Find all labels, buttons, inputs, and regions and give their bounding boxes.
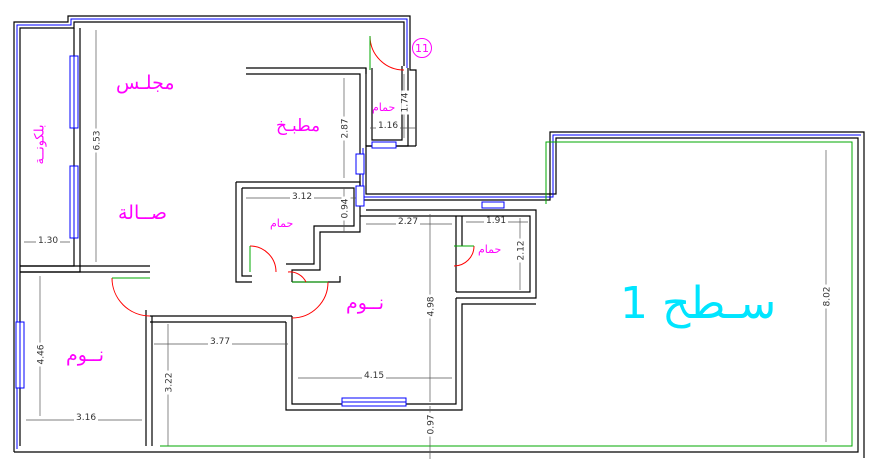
dim-label: 4.98 [426, 294, 437, 319]
dim-label: 0.94 [340, 196, 351, 221]
windows [15, 55, 505, 407]
room-label-bath-top: حمام [372, 101, 396, 114]
dim-label: 1.30 [36, 236, 61, 246]
room-label-bedroom-left: نــوم [66, 344, 104, 366]
dim-label: 0.97 [426, 412, 437, 437]
dim-label: 2.87 [340, 116, 351, 141]
inner-blue-lines [16, 18, 861, 449]
room-label-balcony: بلكونــة [32, 124, 48, 165]
room-label-bath-right: حمام [478, 243, 502, 256]
room-label-majlis: مجلـس [116, 72, 175, 94]
room-label-bath-mid: حمام [270, 217, 294, 230]
dim-label: 3.77 [208, 337, 233, 347]
dim-label: 2.27 [396, 217, 421, 227]
dim-label: 2.12 [516, 238, 527, 263]
dim-label: 1.91 [484, 216, 509, 226]
dim-label: 8.02 [822, 284, 833, 309]
room-label-kitchen: مطبـخ [276, 116, 321, 136]
dim-label: 3.12 [290, 192, 315, 202]
dim-label: 6.53 [92, 128, 103, 153]
room-label-sala: صــالة [118, 202, 168, 224]
dim-label: 1.16 [376, 121, 401, 131]
dim-label: 4.15 [362, 371, 387, 381]
dim-label: 3.22 [164, 370, 175, 395]
dim-label: 1.74 [400, 90, 411, 115]
room-label-roof: سـطح 1 [620, 278, 777, 329]
marker-circle: 11 [412, 38, 432, 58]
dimension-lines [24, 30, 827, 459]
doors [111, 35, 475, 319]
dim-label: 4.46 [36, 342, 47, 367]
roof-edges [160, 141, 853, 447]
room-label-bedroom-center: نــوم [346, 292, 384, 314]
dim-label: 3.16 [74, 413, 99, 423]
